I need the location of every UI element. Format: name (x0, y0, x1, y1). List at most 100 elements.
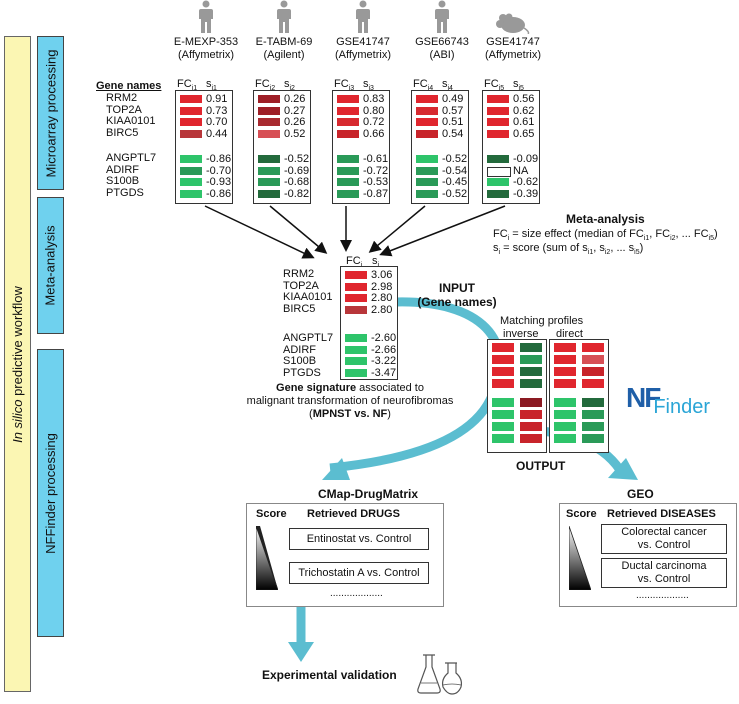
score-value: 0.57 (442, 104, 464, 117)
profile-cell (520, 343, 542, 352)
nffinder-logo: NFFinder (626, 382, 711, 418)
fc-cell (337, 189, 359, 198)
dataset-platform: (Affymetrix) (177, 49, 235, 61)
score-value: -0.86 (206, 187, 232, 200)
signature-caption: Gene signature associated to malignant t… (246, 382, 454, 420)
signature-fc-cell (345, 334, 367, 342)
score-value: 0.49 (442, 93, 464, 105)
fc-cell (487, 155, 509, 163)
fc-cell (258, 106, 280, 115)
signature-score-value: 2.98 (371, 280, 393, 293)
score-value: -0.93 (206, 176, 232, 188)
profile-cell (554, 379, 576, 388)
score-value: 0.80 (363, 104, 385, 117)
signature-score-value: 2.80 (371, 292, 393, 304)
dataset-header: E-MEXP-353(Affymetrix) (163, 0, 249, 62)
profile-cell (582, 379, 604, 388)
dataset-header: E-TABM-69(Agilent) (241, 0, 327, 62)
score-value: -0.09 (513, 153, 539, 165)
profile-cell (492, 343, 514, 352)
output-label: OUTPUT (516, 459, 566, 473)
profile-cell (554, 355, 576, 364)
score-value: 0.26 (284, 93, 306, 105)
fc-cell (487, 178, 509, 186)
signature-score-value: -3.22 (371, 355, 397, 367)
meta-title: Meta-analysis (566, 212, 645, 226)
profile-cell (520, 434, 542, 443)
arrow-ds1 (204, 205, 315, 259)
stage-nffinder: NFFinder processing (37, 349, 64, 637)
geo-item-1[interactable]: Colorectal cancer vs. Control (601, 524, 727, 554)
s-column-header: si5 (513, 78, 524, 93)
score-value: 0.54 (442, 127, 464, 140)
arrow-ds2 (269, 205, 328, 254)
human-icon (277, 0, 291, 33)
signature-fc-cell (345, 305, 367, 314)
profile-cell (492, 410, 514, 419)
human-icon (356, 0, 370, 33)
profile-cell (492, 398, 514, 407)
human-icon (435, 0, 449, 33)
fc-cell (416, 95, 438, 103)
fc-cell (337, 178, 359, 186)
score-value: 0.27 (284, 104, 306, 117)
fc-cell (487, 118, 509, 126)
signature-fc-cell (345, 271, 367, 279)
dataset-id: GSE41747 (336, 36, 390, 48)
profile-cell (520, 355, 542, 364)
profile-cell (582, 422, 604, 431)
cmap-item-2[interactable]: Trichostatin A vs. Control (289, 562, 429, 584)
score-value: -0.52 (284, 153, 310, 165)
profile-cell (492, 379, 514, 388)
score-value: -0.52 (442, 187, 468, 200)
cmap-item-1[interactable]: Entinostat vs. Control (289, 528, 429, 550)
profile-cell (582, 355, 604, 364)
score-value: 0.66 (363, 127, 385, 140)
fc-cell (258, 166, 280, 175)
profile-cell (554, 410, 576, 419)
score-value: 0.83 (363, 93, 385, 105)
fc-cell (180, 118, 202, 126)
profile-cell (492, 367, 514, 376)
fc-cell (416, 155, 438, 163)
matching-title: Matching profiles (500, 315, 584, 327)
score-value: 0.56 (513, 93, 535, 105)
geo-score-gradient (569, 526, 591, 590)
geo-item-2[interactable]: Ductal carcinoma vs. Control (601, 558, 727, 588)
score-value: 0.73 (206, 104, 228, 117)
cmap-box (246, 503, 444, 607)
arrow-ds4 (368, 205, 426, 253)
signature-score-value: 2.80 (371, 303, 393, 316)
s-column-header: si3 (363, 78, 374, 93)
gene-names-label: Gene names (96, 80, 162, 92)
s-column-header: si1 (206, 78, 217, 93)
fc-cell (180, 178, 202, 186)
score-value: 0.61 (513, 116, 535, 128)
profile-cell (520, 367, 542, 376)
signature-fc-cell (345, 294, 367, 302)
score-value: -0.53 (363, 176, 389, 188)
signature-fc-cell (345, 368, 367, 377)
fc-cell (416, 178, 438, 186)
score-value: -0.39 (513, 187, 539, 200)
arrow-head-geo (608, 458, 638, 480)
score-value: -0.61 (363, 153, 389, 165)
dataset-platform: (Affymetrix) (484, 49, 542, 61)
fc-cell (337, 129, 359, 138)
dataset-header: GSE66743(ABI) (399, 0, 485, 62)
meta-line1: FCi = size effect (median of FCi1, FCi2,… (493, 228, 718, 243)
mouse-icon (496, 13, 530, 34)
fc-cell (180, 106, 202, 115)
fc-cell (337, 106, 359, 115)
signature-fc-cell (345, 282, 367, 291)
signature-score-value: -2.60 (371, 332, 397, 344)
dataset-platform: (ABI) (429, 49, 455, 61)
s-column-header: si4 (442, 78, 453, 93)
profile-cell (554, 434, 576, 443)
signature-fc-header: FCi (346, 255, 362, 269)
fc-cell (416, 129, 438, 138)
